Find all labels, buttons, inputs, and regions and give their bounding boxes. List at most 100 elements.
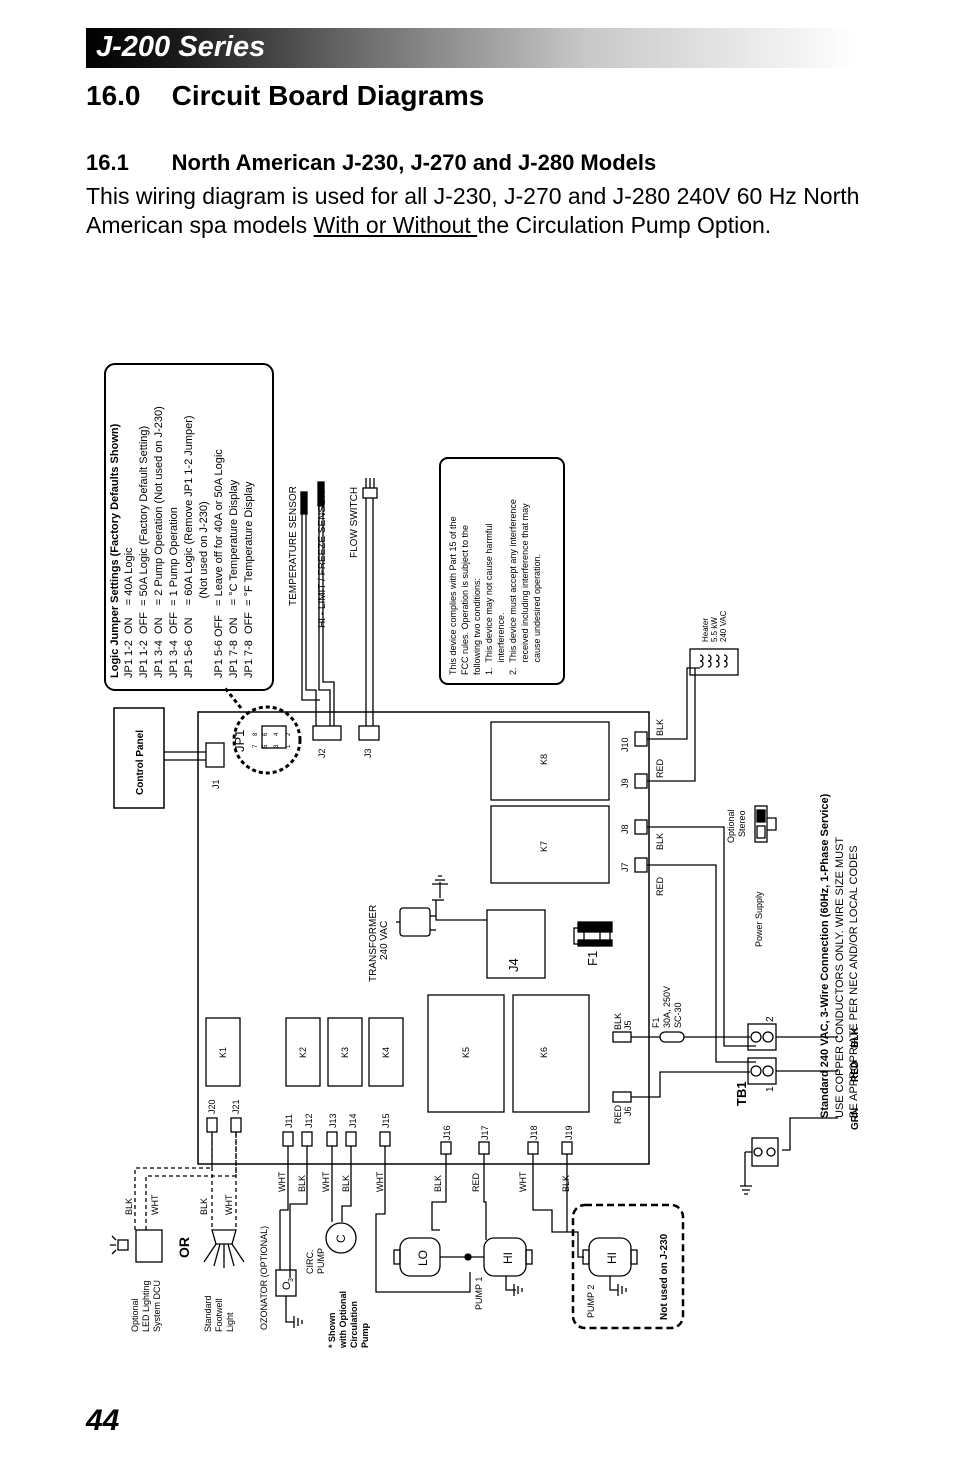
jumper-setting-line: JP1 1-2 ON = 40A Logic <box>123 547 135 678</box>
connector-j19-label: J19 <box>564 1125 574 1140</box>
connector-j2 <box>312 725 342 741</box>
not-used-note: Not used on J-230 <box>659 1233 670 1320</box>
jumper-setting-line: JP1 3-4 ON = 2 Pump Operation (Not used … <box>153 406 165 678</box>
or-label: OR <box>176 1237 192 1258</box>
pump1-ground-icon <box>505 1276 523 1296</box>
relay-k6-label: K6 <box>539 1047 549 1058</box>
connector-j8-label: J8 <box>620 824 630 834</box>
ozonator-symbol: O <box>281 1281 293 1290</box>
led-label: Optional <box>130 1298 140 1332</box>
wire-label-blk: BLK <box>655 719 665 736</box>
connector-j3 <box>358 725 380 741</box>
tb1-pin-2: 2 <box>765 1016 776 1022</box>
connector-j5 <box>612 1031 632 1043</box>
ozonator-symbol-sub: 3 <box>288 1278 295 1282</box>
pump2-dashed-outline <box>571 1203 685 1330</box>
terminal-label-blk: BLK <box>850 1027 861 1048</box>
control-panel <box>113 707 165 809</box>
page-number: 44 <box>86 1404 120 1437</box>
relay-k1 <box>205 1017 241 1087</box>
ozonator-ground-icon <box>285 1296 303 1328</box>
temperature-sensor-label: TEMPERATURE SENSOR <box>288 486 299 606</box>
jumper-setting-line: JP1 7-8 OFF = °F Temperature Display <box>243 481 255 678</box>
connector-j18-label: J18 <box>529 1125 539 1140</box>
intro-underlined: With or Without <box>313 212 478 238</box>
relay-k3 <box>327 1017 363 1087</box>
connector-j4-label: J4 <box>506 958 521 972</box>
pump2-hi-label: HI <box>605 1252 619 1264</box>
heater-power: 5.5 kW <box>710 617 719 642</box>
subsection-number: 16.1 <box>86 150 129 175</box>
wire-label-wht: WHT <box>321 1171 331 1192</box>
connector-j1-label: J1 <box>211 779 221 789</box>
connector-j8 <box>634 819 648 835</box>
section-heading: 16.0 Circuit Board Diagrams <box>86 80 484 112</box>
led-label: LED Lighting <box>141 1280 151 1332</box>
wire-label-blk: BLK <box>297 1175 307 1192</box>
jumper-setting-line: JP1 7-8 ON = °C Temperature Display <box>228 479 240 678</box>
jumper-setting-line: JP1 1-2 OFF = 50A Logic (Factory Default… <box>138 426 150 678</box>
fcc-line: received including interference that may <box>520 503 530 675</box>
connector-j1 <box>205 742 225 768</box>
circ-shown-note: Pump <box>360 1322 370 1348</box>
relay-k1-label: K1 <box>218 1047 228 1058</box>
tb1-pin-1: 1 <box>765 1086 776 1092</box>
transformer-icon <box>399 907 431 937</box>
transformer-voltage: 240 VAC <box>379 921 390 960</box>
connector-j5-id: J5 <box>623 1020 633 1030</box>
svg-text:8: 8 <box>253 732 259 736</box>
fcc-line: This device complies with Part 15 of the <box>448 516 458 675</box>
f1-label: F1 <box>585 951 600 966</box>
ground-icon <box>740 1151 752 1195</box>
circ-pump-label: PUMP <box>316 1248 326 1274</box>
connector-j7 <box>634 857 648 873</box>
fuse-spec-id: F1 <box>651 1017 661 1028</box>
connector-j10 <box>634 731 648 747</box>
circ-pump-symbol: C <box>334 1234 348 1243</box>
wire-label-red: RED <box>471 1172 481 1192</box>
jp1-highlight <box>232 705 302 775</box>
stereo-optional-label: Optional <box>726 809 736 843</box>
supply-title: Standard 240 VAC, 3-Wire Connection (60H… <box>819 793 831 1118</box>
ground-terminal <box>751 1137 779 1167</box>
svg-text:3: 3 <box>274 744 280 748</box>
circ-shown-note: Circulation <box>349 1301 359 1348</box>
svg-text:4: 4 <box>274 732 280 736</box>
fcc-line: 2. This device must accept any interfere… <box>508 499 518 675</box>
relay-k2-label: K2 <box>298 1047 308 1058</box>
jp1-label: JP1 <box>232 730 247 752</box>
pump2-label: PUMP 2 <box>586 1285 596 1318</box>
circ-shown-note: * Shown <box>327 1313 337 1349</box>
heater-icon <box>689 648 739 676</box>
relay-k7-label: K7 <box>539 841 549 852</box>
svg-text:7: 7 <box>253 744 259 748</box>
wire-label-wht: WHT <box>150 1194 160 1215</box>
power-supply-label: Power Supply <box>754 891 764 947</box>
jumper-settings-box <box>104 363 274 691</box>
connector-j13-label: J13 <box>328 1113 338 1128</box>
wire-label-blk: BLK <box>561 1175 571 1192</box>
connector-j6 <box>612 1091 632 1103</box>
connector-j17-label: J17 <box>480 1125 490 1140</box>
pump1-label: PUMP 1 <box>474 1277 484 1310</box>
footwell-light-icon <box>203 1229 245 1268</box>
intro-part1: This wiring diagram is used for all J-23… <box>86 183 860 238</box>
connector-j9 <box>634 773 648 789</box>
circ-pump-label: CIRC. <box>305 1250 315 1275</box>
pump1-lo-label: LO <box>416 1250 430 1266</box>
connector-j12-label: J12 <box>304 1113 314 1128</box>
relay-k6 <box>512 994 590 1113</box>
led-label: System DCU <box>152 1280 162 1332</box>
terminal-label-grn: GRN <box>850 1108 861 1130</box>
wire-label-blk: BLK <box>124 1198 134 1215</box>
wire-label-red: RED <box>655 876 665 896</box>
transformer-label: TRANSFORMER <box>368 905 379 982</box>
connector-j16-label: J16 <box>442 1125 452 1140</box>
inline-fuse <box>659 1031 685 1043</box>
jumper-setting-line: (Not used on J-230) <box>198 501 210 678</box>
connector-j4 <box>486 909 546 979</box>
circ-shown-note: with Optional <box>338 1291 348 1349</box>
control-panel-label: Control Panel <box>135 730 146 795</box>
supply-note-2: BE APPROPRIATE PER NEC AND/OR LOCAL CODE… <box>848 845 860 1118</box>
fcc-line: FCC rules. Operation is subject to the <box>460 525 470 675</box>
